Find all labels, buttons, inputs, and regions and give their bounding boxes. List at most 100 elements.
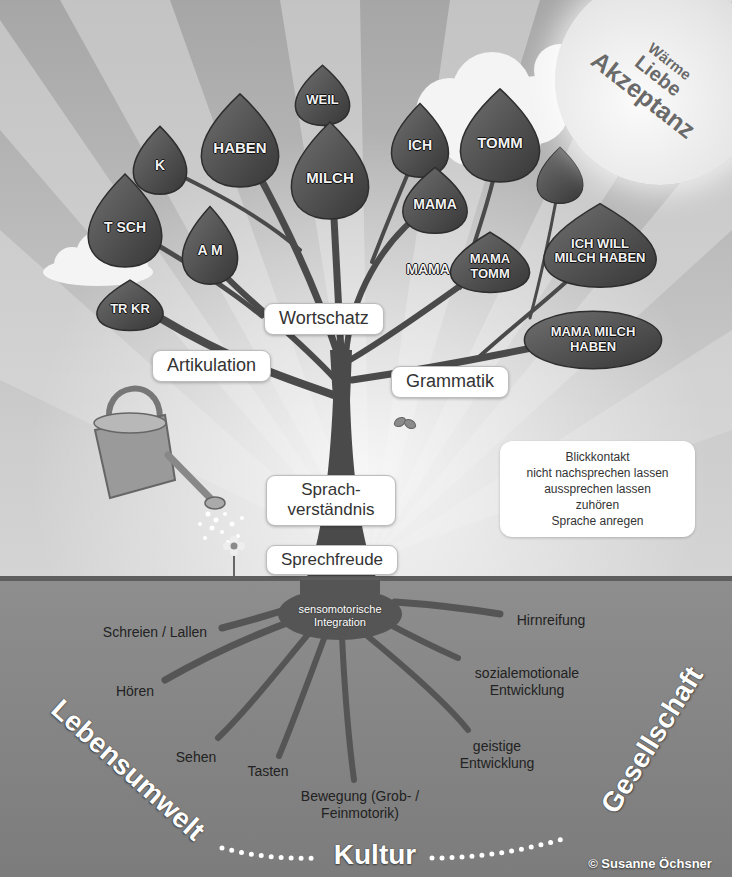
leaf-outline: [88, 174, 162, 267]
text-group: MAMA TOMM: [460, 252, 520, 281]
water-drops: [240, 516, 244, 520]
leaf-outline: [295, 65, 349, 125]
glow: [0, 0, 732, 580]
dotted-arc: [432, 838, 566, 858]
leaf-word: MAMA MILCH HABEN: [545, 325, 641, 354]
skill-box: Sprach- verständnis: [266, 475, 396, 526]
text-group: Artikulation: [167, 355, 256, 377]
text-group: Grammatik: [406, 371, 494, 393]
arc-word: Lebensumwelt: [44, 692, 211, 847]
root-label: Hirnreifung: [517, 612, 585, 629]
leaf: A M: [180, 205, 240, 285]
leaf-word: A M: [197, 244, 222, 260]
water-drops: [198, 522, 202, 526]
roots: [278, 588, 402, 640]
leaf: TR KR: [94, 279, 166, 331]
water-drops: [220, 530, 224, 534]
text-group: WEIL: [306, 93, 339, 108]
tip-text: Sprache anregen: [510, 513, 685, 529]
text-group: A M: [197, 244, 222, 260]
dotted-arc: [222, 848, 318, 858]
leaf: K: [131, 125, 189, 195]
text-group: MILCH: [306, 170, 354, 187]
text-group: T SCH: [104, 220, 146, 236]
water-drops: [214, 518, 219, 523]
text-group: Blickkontaktnicht nachsprechen lassenaus…: [510, 449, 685, 529]
box-label: Wortschatz: [279, 308, 369, 330]
leaf: HABEN: [198, 92, 282, 188]
water-drops: [230, 522, 235, 527]
tip-text: aussprechen lassen: [510, 481, 685, 497]
leaf-word: T SCH: [104, 220, 146, 236]
copyright: © Susanne Öchsner: [588, 856, 712, 872]
leaf-word: ICH: [408, 138, 432, 154]
leaf-word: MILCH: [306, 170, 354, 187]
sky: [0, 0, 732, 580]
leaf: MAMA MILCH HABEN: [523, 310, 663, 370]
leaf-outline: [460, 89, 539, 182]
skill-box: Wortschatz: [264, 303, 384, 335]
root-label: Schreien / Lallen: [103, 624, 207, 641]
tips-box: Blickkontaktnicht nachsprechen lassenaus…: [500, 441, 695, 537]
leaf-outline: [391, 104, 448, 178]
water-drops: [223, 512, 227, 516]
roots: [165, 602, 500, 780]
leaf: WEIL: [293, 64, 352, 126]
text-group: ICH WILL MILCH HABEN: [552, 237, 648, 266]
leaf-word: ICH WILL MILCH HABEN: [552, 237, 648, 266]
leaf-word: TOMM: [477, 134, 523, 151]
leaf: T SCH: [85, 172, 165, 268]
text-group: MAMA MILCH HABEN: [545, 325, 641, 354]
box-label: Grammatik: [406, 371, 494, 393]
butterfly: [393, 416, 417, 431]
root-label: Bewegung (Grob- / Feinmotorik): [285, 788, 435, 822]
flower: [231, 543, 238, 550]
tip-text: zuhören: [510, 497, 685, 513]
leaf: MAMA TOMM: [447, 231, 533, 293]
water-drops: [203, 536, 207, 540]
text-group: HABEN: [213, 139, 266, 156]
leaf-outline: [182, 207, 237, 285]
box-label: Sprach- verständnis: [281, 480, 381, 521]
roots: [279, 636, 325, 756]
box-label: Sprechfreude: [281, 550, 383, 570]
watering-can: [94, 413, 166, 433]
leaf: ICH: [389, 102, 451, 178]
flower: [223, 536, 245, 578]
skill-box: Grammatik: [391, 366, 509, 398]
arc-word: Gesellschaft: [594, 660, 711, 819]
leaf-word: MAMA TOMM: [460, 252, 520, 281]
butterfly: [403, 418, 417, 431]
root-label: sozialemotionale Entwicklung: [462, 665, 592, 699]
roots: [395, 602, 500, 614]
box-label: Artikulation: [167, 355, 256, 377]
leaf: TOMM: [457, 87, 543, 183]
text-group: MAMA: [413, 198, 457, 214]
text-group: Sprach- verständnis: [281, 480, 381, 521]
leaf-word: WEIL: [306, 93, 339, 108]
empty-leaf: [537, 147, 583, 203]
roots: [218, 632, 310, 738]
text-group: TR KR: [110, 302, 150, 317]
ground: [0, 578, 732, 877]
leaf-outline: [403, 167, 467, 233]
leaf-outline: [450, 232, 529, 292]
watering-can: [94, 389, 225, 509]
root-label: Sehen: [176, 749, 216, 766]
flower: [237, 542, 245, 550]
skill-box: Sprechfreude: [266, 545, 398, 575]
flower: [223, 542, 231, 550]
text-group: K: [155, 158, 165, 174]
leaf-outline: [291, 122, 368, 219]
sun: WärmeLiebeAkzeptanz: [555, 0, 732, 185]
watering-can: [168, 455, 212, 500]
text-group: TOMM: [477, 134, 523, 151]
text-group: WärmeLiebeAkzeptanz: [587, 17, 723, 143]
water-drops: [210, 526, 215, 531]
leaf-outline: [133, 126, 186, 194]
tip-text: nicht nachsprechen lassen: [510, 465, 685, 481]
branch-word: MAMA: [406, 261, 450, 278]
water-drops: [198, 512, 244, 545]
